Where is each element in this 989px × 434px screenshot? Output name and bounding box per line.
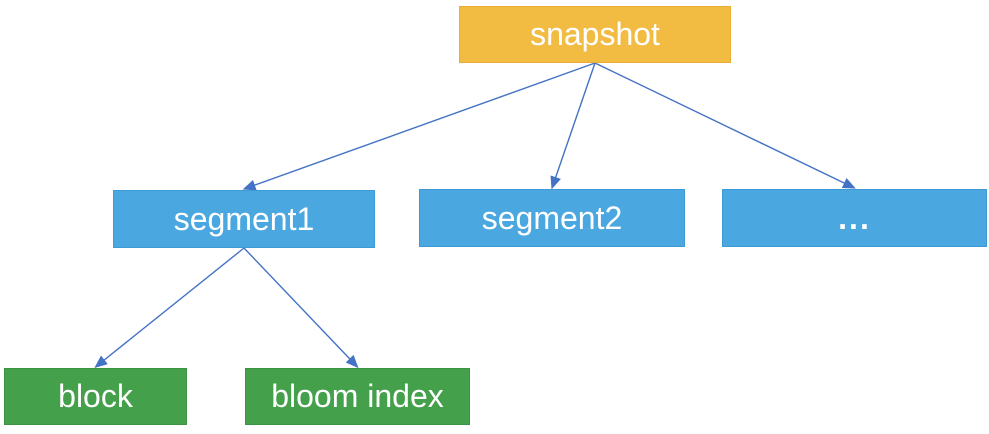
node-more-segments: ... [722,189,987,247]
edge-segment1-to-bloom-index [243,247,359,369]
node-bloom-index: bloom index [245,368,470,425]
node-bloom-index-label: bloom index [271,378,444,414]
node-block-label: block [58,378,133,414]
node-block: block [4,368,187,425]
node-segment2-label: segment2 [481,199,623,236]
node-segment2: segment2 [419,189,685,247]
node-snapshot: snapshot [459,6,731,63]
node-segment1: segment1 [113,190,375,248]
node-more-segments-label: ... [838,199,871,236]
node-snapshot-label: snapshot [530,16,660,52]
edge-snapshot-to-segment2 [550,62,596,190]
edge-snapshot-to-more [594,62,856,189]
node-segment1-label: segment1 [173,200,315,237]
edge-segment1-to-block [94,247,245,368]
edge-snapshot-to-segment1 [242,62,596,191]
